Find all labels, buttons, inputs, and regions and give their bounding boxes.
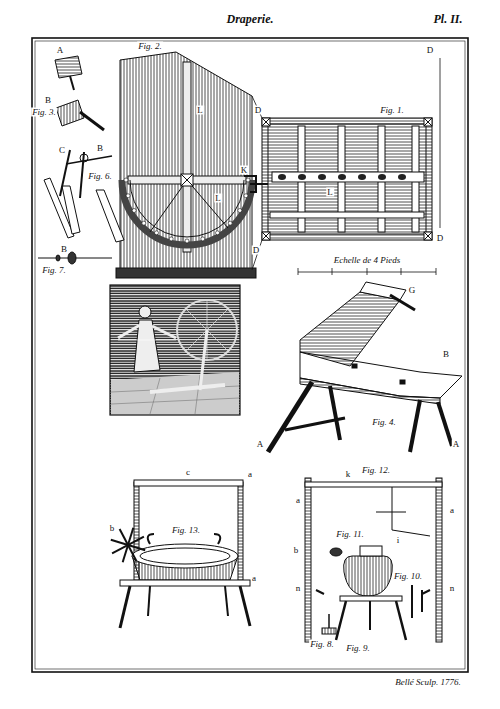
figure-label: Fig. 4. [371,418,397,427]
callout-letter: D [436,234,445,243]
fig2-press [116,52,256,278]
fig3-cards [55,56,104,130]
fig13-reel [111,528,145,562]
gear-tooth [201,237,205,241]
gear-tooth [185,239,189,243]
figure-label: Fig. 11. [335,530,365,539]
callout-letter: k [345,470,352,479]
wheel-spoke [177,330,207,331]
wheel-spoke [207,330,228,351]
gear-tooth [142,221,146,225]
figure-label: Fig. 8. [309,640,335,649]
gear-tooth [244,194,248,198]
scale-bar [298,268,436,275]
plate-number: Pl. II. [432,13,463,25]
callout-letter: D [426,46,435,55]
gear-tooth [132,209,136,213]
figure-label: Fig. 9. [345,644,371,653]
figure-label: Fig. 10. [393,572,423,581]
callout-letter: C [58,146,66,155]
figure-label: Fig. 13. [171,526,201,535]
knob [298,174,306,180]
figure-label: Fig. 7. [41,266,67,275]
callout-letter: A [56,46,65,55]
knob [358,174,366,180]
figure-label: Fig. 6. [87,172,113,181]
gear-tooth [216,231,220,235]
callout-letter: G [408,286,417,295]
callout-letter: a [251,574,257,583]
gear-tooth [238,209,242,213]
callout-letter: L [326,188,334,197]
knob [378,174,386,180]
knob [278,174,286,180]
fig1-knobs [278,174,406,180]
fig7-spindle [38,252,112,264]
callout-letter: K [240,166,249,175]
callout-letter: b [293,546,300,555]
callout-letter: a [449,506,455,515]
callout-letter: B [60,245,68,254]
scale-label: Echelle de 4 Pieds [333,256,402,265]
callout-letter: b [109,524,116,533]
engraver-signature: Bellé Sculp. 1776. [394,678,461,687]
fig1-frame [244,118,432,240]
callout-letter: a [295,496,301,505]
fig12-frame [305,478,442,642]
plate-title: Draperie. [226,13,275,25]
callout-letter: B [442,350,450,359]
fig6-reel [44,150,124,242]
wheel-spoke [186,309,207,330]
callout-letter: A [256,440,265,449]
figure-label: Fig. 12. [361,466,391,475]
gear-tooth [126,194,130,198]
gear-tooth [124,178,128,182]
spinning-scene [110,285,240,415]
gear-tooth [169,237,173,241]
gear-tooth [155,231,159,235]
gear-tooth [246,178,250,182]
wheel-spoke [207,300,208,330]
wheel-spoke [207,309,228,330]
reel-arm [112,537,144,554]
gear-teeth [124,178,250,243]
knob [318,174,326,180]
figure-label: Fig. 1. [379,106,405,115]
fig4-bench [268,282,462,452]
callout-letter: c [185,468,191,477]
callout-letter: A [452,440,461,449]
frame [32,38,468,672]
callout-letter: D [252,246,261,255]
projection-lines [252,58,440,270]
callout-letter: L [214,194,222,203]
figure-label: Fig. 2. [137,42,163,51]
callout-letter: B [96,144,104,153]
fig13-tub-frame [120,480,250,628]
gear-tooth [228,221,232,225]
callout-letter: D [254,106,263,115]
callout-letter: a [247,470,253,479]
callout-letter: L [196,106,204,115]
knob [398,174,406,180]
callout-letter: n [295,584,302,593]
wheel-spoke [207,330,237,331]
callout-letter: i [396,536,401,545]
knob [338,174,346,180]
figure-label: Fig. 3. [31,108,57,117]
callout-letter: B [44,96,52,105]
callout-letter: n [449,584,456,593]
